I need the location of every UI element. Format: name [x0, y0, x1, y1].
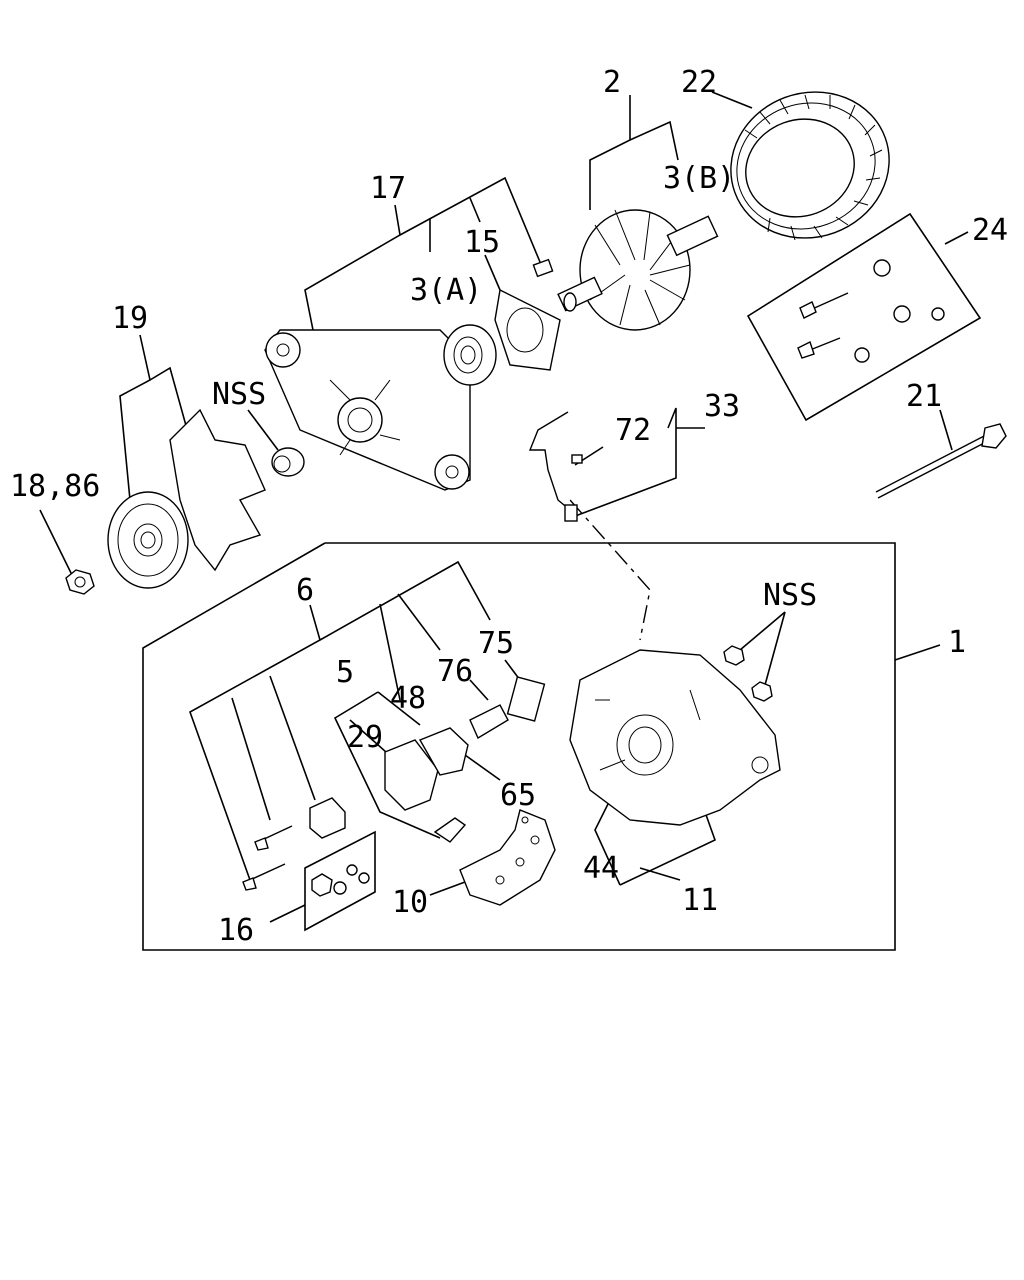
- callout-11: 11: [682, 883, 718, 918]
- stator-part: [730, 91, 890, 241]
- callout-72: 72: [615, 413, 651, 448]
- callout-19: 19: [112, 301, 148, 336]
- callout-48: 48: [390, 681, 426, 716]
- rear-housing-part: [569, 649, 781, 826]
- rear-nuts-part: [723, 645, 773, 702]
- callout-21: 21: [906, 379, 942, 414]
- callout-18-86: 18,86: [10, 469, 100, 504]
- callout-24: 24: [972, 213, 1008, 248]
- callout-nss-right: NSS: [763, 578, 817, 613]
- callout-5: 5: [336, 655, 354, 690]
- callout-16: 16: [218, 913, 254, 948]
- callout-6: 6: [296, 573, 314, 608]
- callout-3a: 3(A): [410, 273, 482, 308]
- callout-65: 65: [500, 778, 536, 813]
- rectifier-part: [459, 809, 556, 906]
- leader-lines: [39, 91, 982, 951]
- callout-76: 76: [437, 654, 473, 689]
- callout-nss-top: NSS: [212, 377, 266, 412]
- fan-part: [169, 408, 266, 572]
- callout-3b: 3(B): [663, 161, 735, 196]
- front-bearing-part: [443, 324, 497, 386]
- front-bracket-part: [264, 329, 471, 491]
- callout-17: 17: [370, 171, 406, 206]
- callout-labels: 2 22 3(B) 17 15 3(A) 24 19 NSS 72 33 21 …: [10, 65, 1008, 948]
- callout-29: 29: [347, 720, 383, 755]
- regulator-parts: [242, 676, 546, 891]
- callout-75: 75: [478, 626, 514, 661]
- bracket-screw-part: [532, 258, 554, 278]
- wire-harness-part: [528, 411, 583, 522]
- callout-10: 10: [392, 885, 428, 920]
- callout-22: 22: [681, 65, 717, 100]
- callout-44: 44: [583, 851, 619, 886]
- hardware-kit-part: [797, 259, 945, 363]
- rotor-part: [557, 209, 719, 331]
- callout-15: 15: [464, 225, 500, 260]
- collar-part: [271, 447, 305, 477]
- retainer-plate-part: [494, 288, 561, 371]
- pulley-part: [107, 491, 189, 589]
- terminal-bolt-kit-part: [311, 864, 370, 897]
- callout-33: 33: [704, 389, 740, 424]
- through-bolt-part: [875, 423, 1007, 499]
- pulley-nut-part: [65, 569, 95, 595]
- callout-1: 1: [948, 625, 966, 660]
- callout-2: 2: [603, 65, 621, 100]
